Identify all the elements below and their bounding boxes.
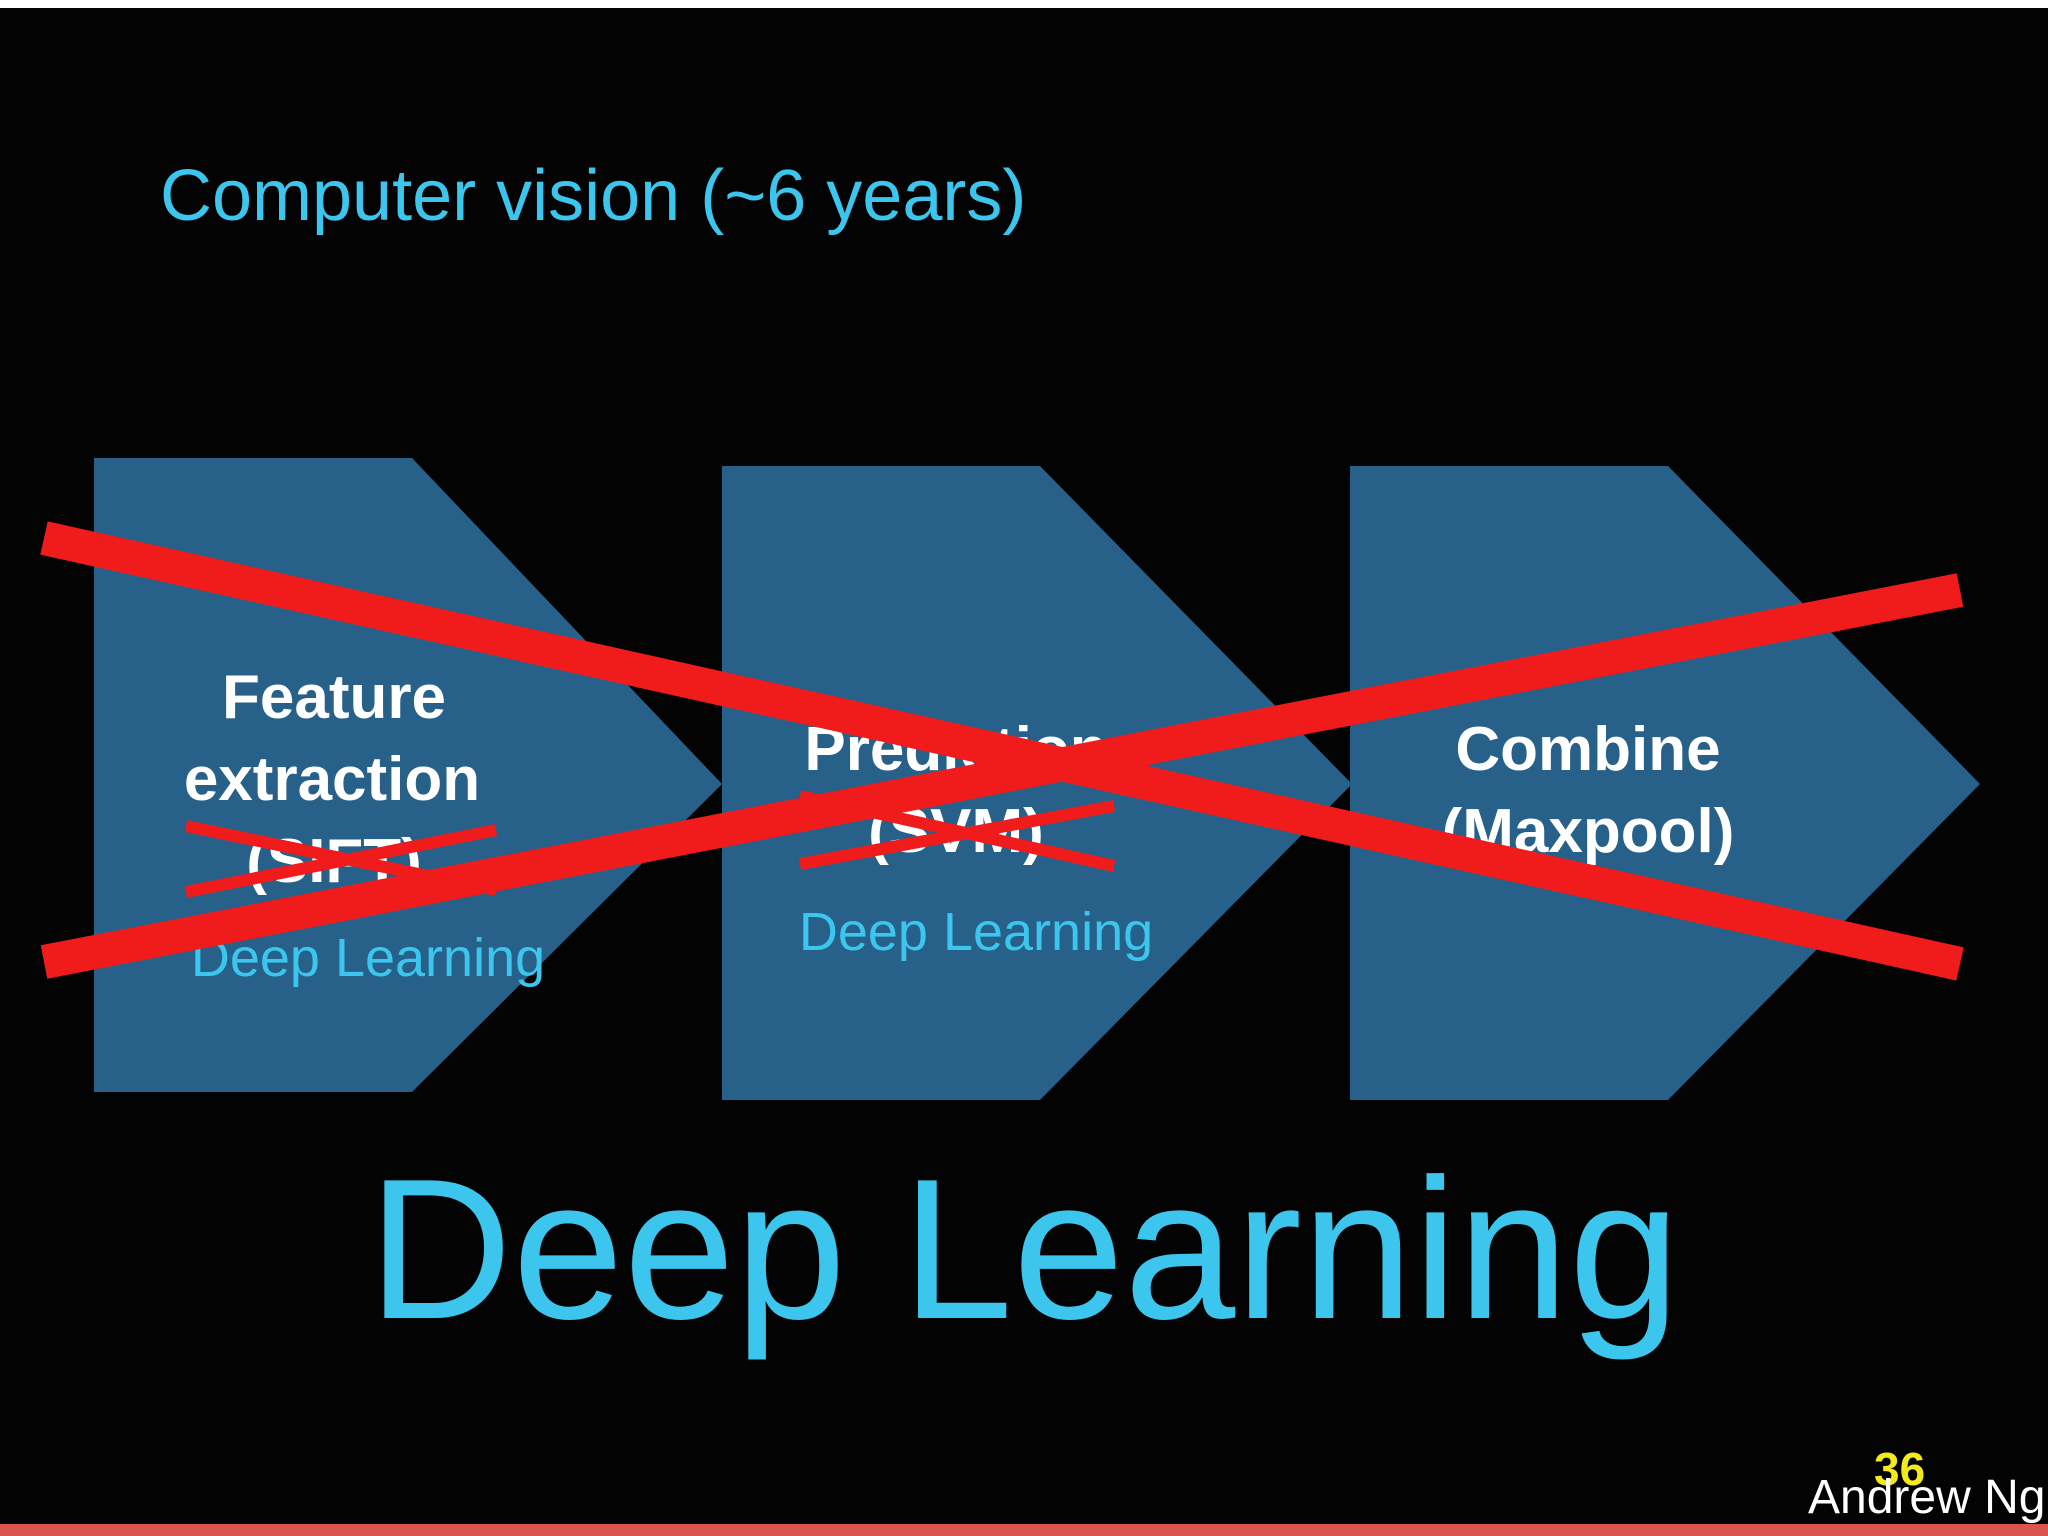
author-name: Andrew Ng bbox=[1808, 1471, 2046, 1524]
slide-title: Computer vision (~6 years) bbox=[160, 156, 1027, 236]
big-strike-up bbox=[40, 573, 1964, 979]
stage-2-replacement: Deep Learning bbox=[799, 902, 1153, 962]
top-border bbox=[0, 0, 2048, 8]
stage-1-line-2: extraction bbox=[184, 745, 480, 814]
stage-3-line-1: Combine bbox=[1455, 715, 1720, 784]
page-number: 36 bbox=[1874, 1443, 1926, 1495]
bottom-bar bbox=[0, 1524, 2048, 1536]
stage-1-line-1: Feature bbox=[222, 663, 446, 732]
headline: Deep Learning bbox=[367, 1138, 1681, 1361]
big-strike-down bbox=[40, 521, 1964, 981]
strike-sift-2 bbox=[184, 824, 498, 898]
strike-svm-2 bbox=[798, 800, 1116, 870]
